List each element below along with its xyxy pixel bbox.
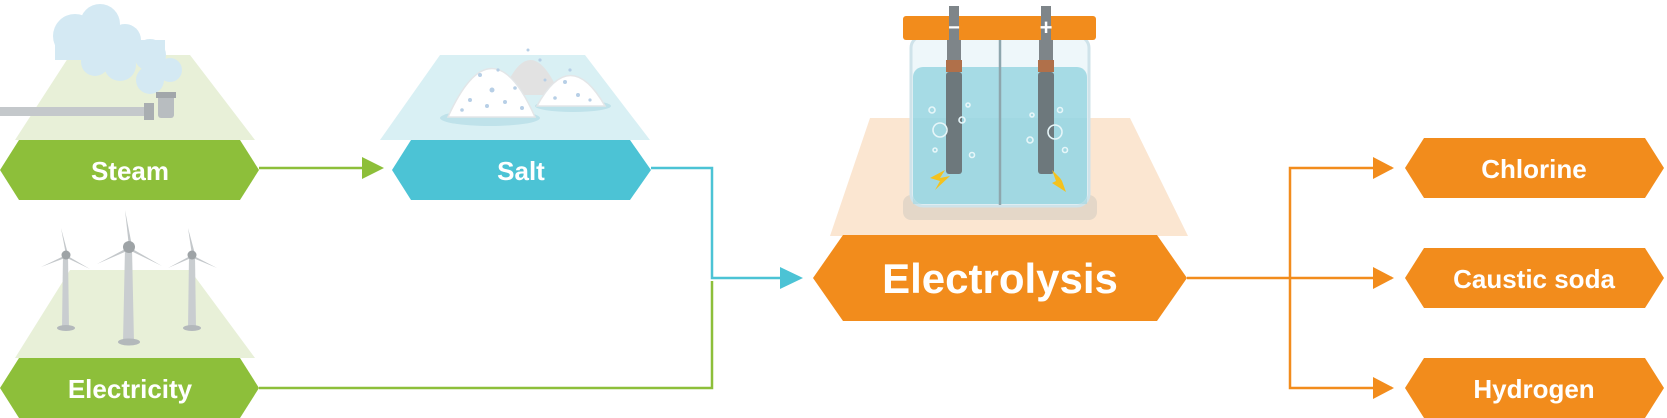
input-connectors: [259, 157, 803, 390]
cathode-rod: [949, 6, 959, 40]
caustic-soda-label: Caustic soda: [1453, 264, 1615, 294]
cloud-icon: [53, 4, 182, 94]
spark-icon: [930, 170, 1066, 192]
hydrogen-label: Hydrogen: [1473, 374, 1594, 404]
steam-node: Steam: [0, 4, 259, 200]
electrolysis-label-box: [813, 235, 1187, 321]
chlorine-node: Chlorine: [1405, 138, 1664, 198]
chlorine-label: Chlorine: [1481, 154, 1586, 184]
electricity-to-electrolysis-line: [259, 281, 714, 390]
wind-turbine-icon: [41, 210, 217, 346]
steam-platform: [15, 55, 255, 140]
steam-label: Steam: [91, 156, 169, 186]
salt-label-box: [392, 140, 651, 200]
output-connectors: [1187, 157, 1394, 399]
electrolysis-cell-icon: − +: [903, 6, 1097, 220]
salt-pile-icon: [446, 48, 607, 118]
output-branch-line: [1288, 166, 1392, 390]
caustic-soda-node: Caustic soda: [1405, 248, 1664, 308]
gas-bubbles: [928, 102, 1069, 159]
electrolysis-node: − + Electrolysis: [813, 6, 1188, 321]
salt-to-electrolysis-line: [651, 166, 785, 280]
hydrogen-arrowhead: [1373, 377, 1394, 399]
pipe-icon: [0, 92, 176, 120]
plus-sign: +: [1040, 15, 1053, 40]
steam-to-salt-arrowhead: [362, 157, 384, 179]
caustic-soda-arrowhead: [1373, 267, 1394, 289]
electrolysis-label: Electrolysis: [882, 255, 1118, 302]
salt-label: Salt: [497, 156, 545, 186]
electricity-label-box: [0, 358, 259, 418]
electrolysis-input-arrowhead: [780, 267, 803, 289]
electricity-label: Electricity: [68, 374, 193, 404]
hydrogen-label-box: [1405, 358, 1664, 418]
anode-rod: [1041, 6, 1051, 40]
minus-sign: −: [948, 17, 960, 39]
hydrogen-node: Hydrogen: [1405, 358, 1664, 418]
steam-label-box: [0, 140, 259, 200]
chlorine-label-box: [1405, 138, 1664, 198]
caustic-soda-label-box: [1405, 248, 1664, 308]
electricity-node: Electricity: [0, 210, 259, 418]
cell-cap: [903, 16, 1096, 40]
salt-node: Salt: [380, 48, 651, 200]
chlorine-arrowhead: [1373, 157, 1394, 179]
